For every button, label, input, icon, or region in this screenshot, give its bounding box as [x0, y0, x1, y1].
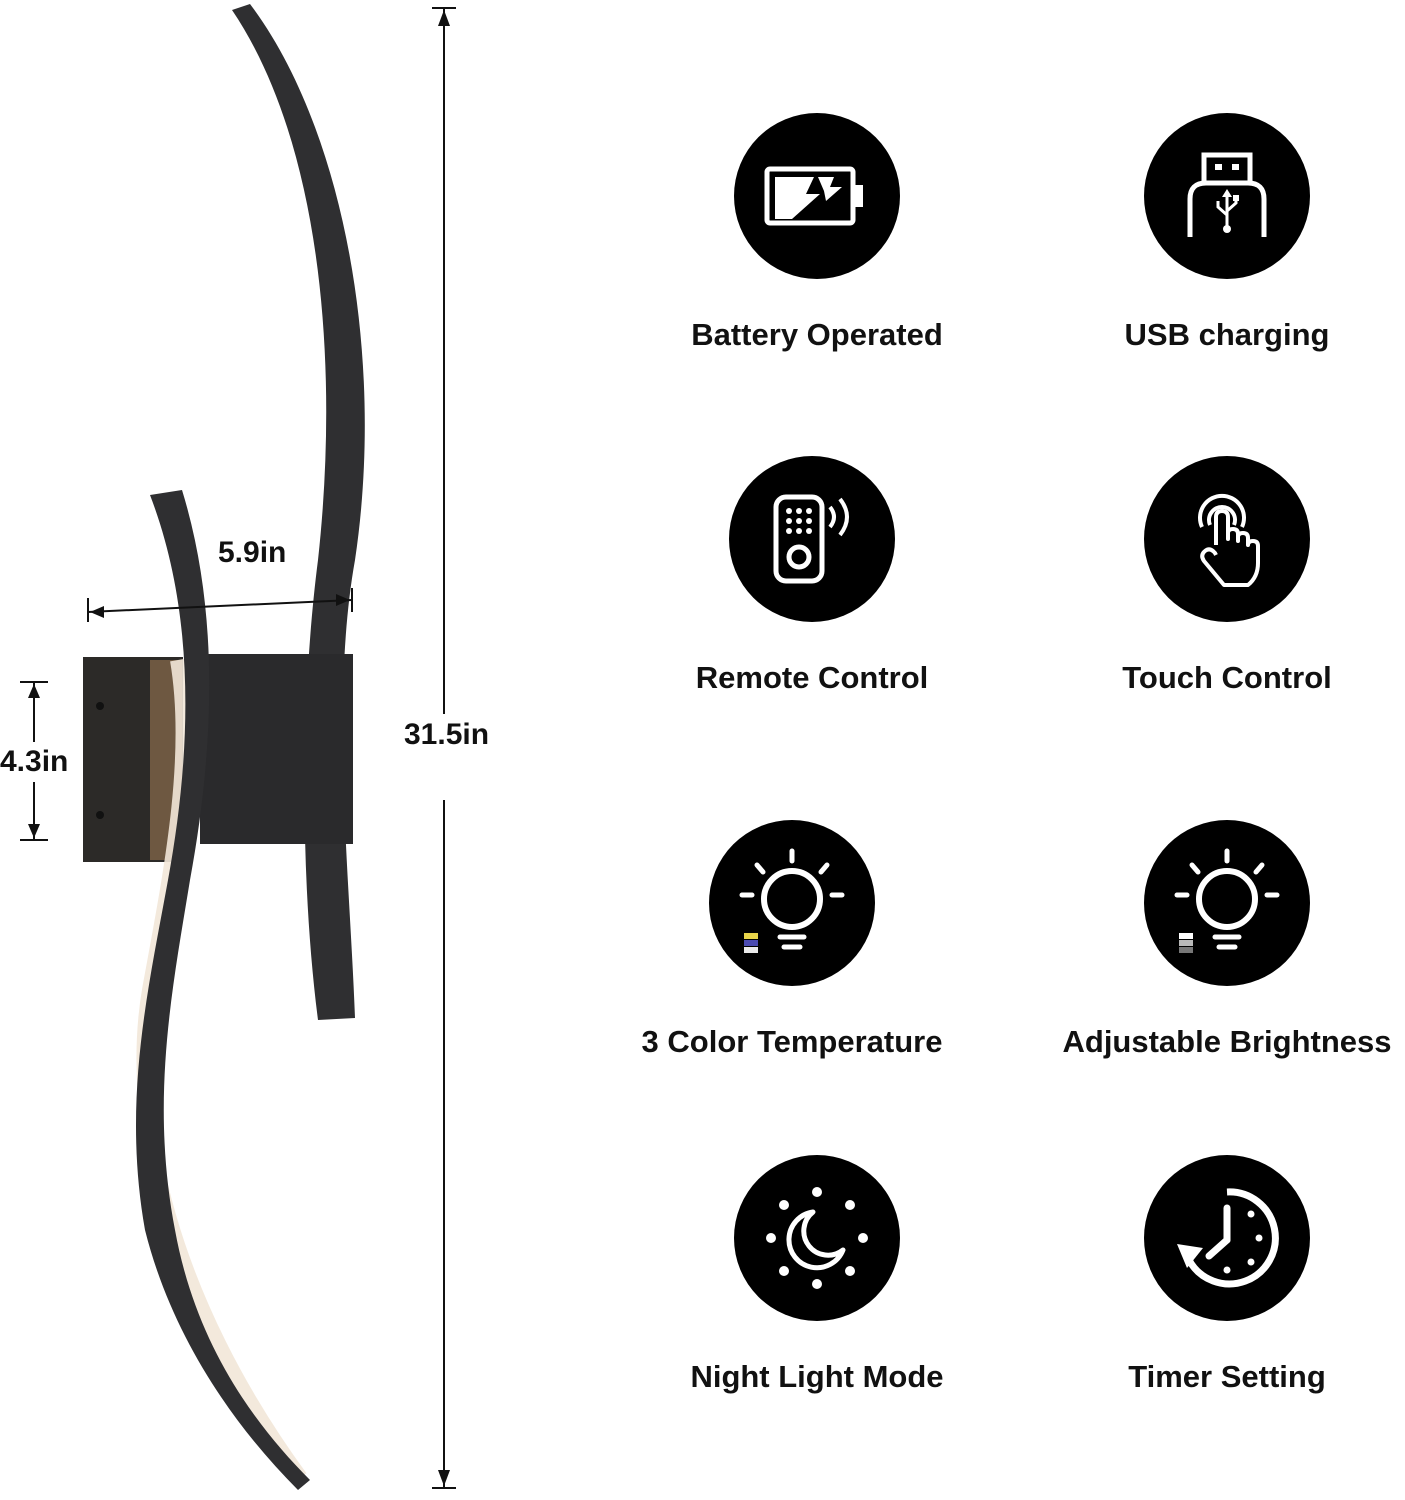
width-dimension-line: [87, 588, 353, 622]
brightness-icon-circle: [1144, 820, 1310, 986]
feature-label: Touch Control: [1122, 660, 1332, 695]
height-dimension-label: 31.5in: [404, 718, 490, 751]
timer-icon: [1177, 1188, 1279, 1288]
lamp-front-arm: [135, 490, 310, 1490]
feature-touch-control: Touch Control: [1037, 456, 1405, 696]
touch-icon-circle: [1144, 456, 1310, 622]
feature-label: Night Light Mode: [690, 1359, 944, 1394]
timer-icon-circle: [1144, 1155, 1310, 1321]
feature-label: 3 Color Temperature: [641, 1024, 943, 1059]
wall-lamp-illustration: [20, 4, 456, 1490]
battery-icon: [764, 166, 863, 226]
feature-label: Remote Control: [695, 660, 929, 695]
night-light-icon-circle: [734, 1155, 900, 1321]
brightness-icon: [1174, 848, 1280, 953]
usb-icon: [1187, 152, 1267, 237]
lamp-back-plate: [200, 654, 353, 844]
feature-timer-setting: Timer Setting: [1037, 1155, 1405, 1395]
usb-icon-circle: [1144, 113, 1310, 279]
remote-icon: [773, 494, 849, 584]
feature-label: Timer Setting: [1128, 1359, 1326, 1394]
feature-color-temperature: 3 Color Temperature: [602, 820, 982, 1060]
color-temperature-icon-circle: [709, 820, 875, 986]
color-temperature-icon: [739, 848, 845, 953]
feature-usb-charging: USB charging: [1037, 113, 1405, 353]
remote-icon-circle: [729, 456, 895, 622]
feature-remote-control: Remote Control: [622, 456, 1002, 696]
feature-night-light-mode: Night Light Mode: [627, 1155, 1007, 1395]
battery-icon-circle: [734, 113, 900, 279]
base-dimension-label: 4.3in: [0, 745, 69, 778]
width-dimension-label: 5.9in: [218, 536, 287, 569]
height-dimension-line: [432, 7, 456, 1489]
feature-label: USB charging: [1124, 317, 1330, 352]
night-light-icon: [766, 1187, 868, 1289]
feature-label: Battery Operated: [691, 317, 943, 352]
feature-adjustable-brightness: Adjustable Brightness: [1037, 820, 1405, 1060]
feature-battery-operated: Battery Operated: [627, 113, 1007, 353]
touch-icon: [1198, 493, 1260, 587]
lamp-long-arm: [232, 4, 365, 1020]
feature-label: Adjustable Brightness: [1062, 1024, 1392, 1059]
